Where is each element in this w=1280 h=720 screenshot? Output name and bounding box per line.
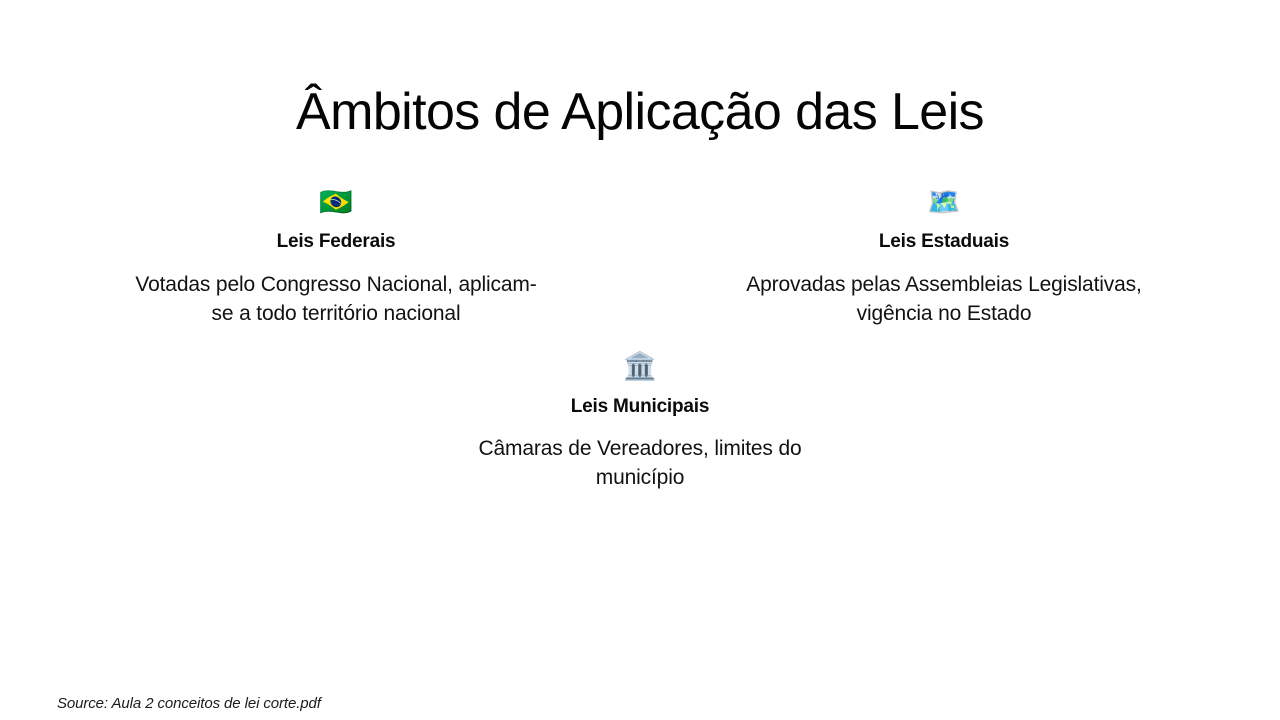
concept-body: Aprovadas pelas Assembleias Legislativas…	[746, 272, 1142, 325]
brazil-flag-icon: 🇧🇷	[319, 186, 353, 218]
concept-body: Câmaras de Vereadores, limites do municí…	[478, 437, 802, 490]
concept-body: Votadas pelo Congresso Nacional, aplicam…	[135, 272, 537, 325]
concept-heading: Leis Federais	[276, 231, 396, 252]
concept-heading: Leis Estaduais	[878, 231, 1010, 252]
concepts-grid: 🇧🇷 Leis Federais Votadas pelo Congresso …	[48, 186, 1232, 493]
concept-heading: Leis Municipais	[570, 395, 710, 417]
source-note: Source: Aula 2 conceitos de lei corte.pd…	[57, 695, 321, 712]
classical-building-icon: 🏛️	[623, 351, 657, 383]
page-title: Âmbitos de Aplicação das Leis	[296, 82, 985, 141]
concept-block-leis-estaduais: 🗺️ Leis Estaduais Aprovadas pelas Assemb…	[656, 186, 1232, 329]
world-map-icon: 🗺️	[927, 186, 961, 218]
concept-block-leis-federais: 🇧🇷 Leis Federais Votadas pelo Congresso …	[48, 186, 624, 329]
concept-block-leis-municipais: 🏛️ Leis Municipais Câmaras de Vereadores…	[344, 351, 936, 494]
